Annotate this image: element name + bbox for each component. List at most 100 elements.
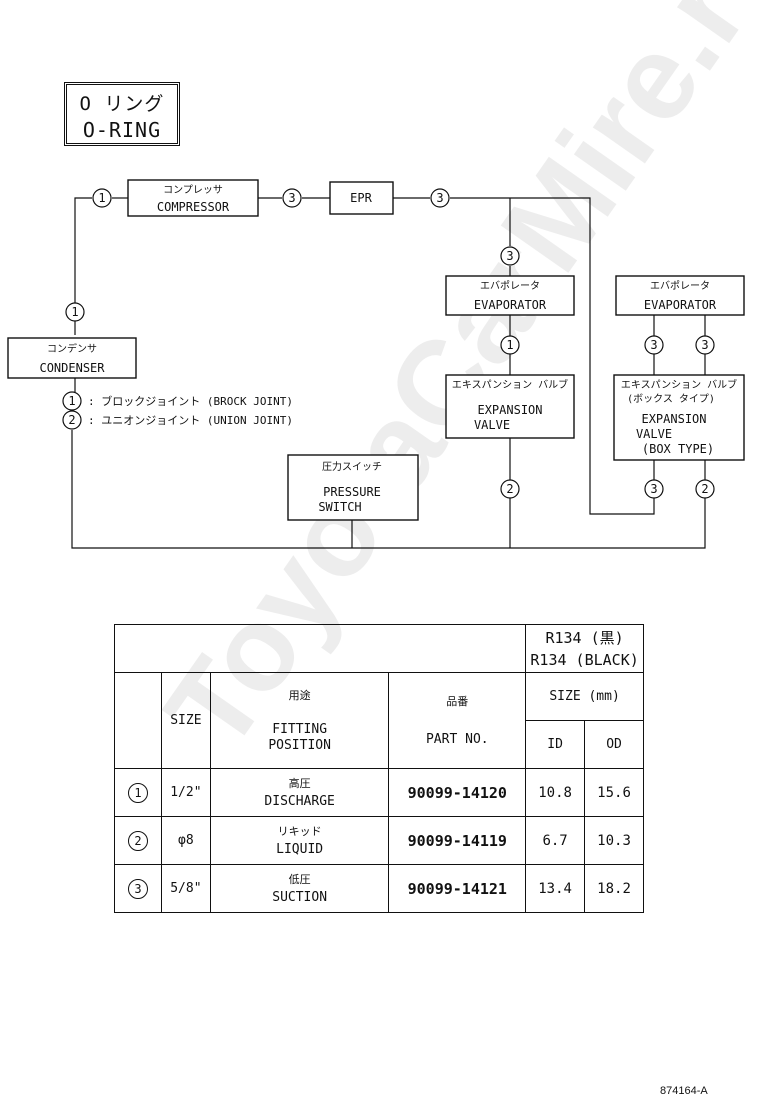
- pressure-switch-jp: 圧力スイッチ: [322, 460, 382, 473]
- expansion-valve-en2: VALVE: [474, 418, 510, 432]
- table-row: 2 φ8 リキッド LIQUID 90099-14119 6.7 10.3: [114, 816, 644, 865]
- expansion-valve-box: [445, 374, 575, 439]
- title-box: O リング O-RING: [64, 82, 180, 146]
- box-valve-en2: VALVE: [636, 427, 672, 441]
- epr-box: [329, 181, 394, 215]
- row-usage: 高圧 DISCHARGE: [209, 768, 390, 817]
- marker-label: 3: [650, 338, 657, 352]
- row-od: 10.3: [584, 816, 644, 865]
- expansion-valve-en1: EXPANSION: [477, 403, 542, 417]
- evaporator-right-en: EVAPORATOR: [644, 298, 717, 312]
- size-header: SIZE: [160, 672, 211, 769]
- marker-2-expansion-out: [500, 479, 520, 499]
- row-usage-en: DISCHARGE: [264, 793, 335, 809]
- marker-numbers: 1 3 3 3 1 1 3 3 1 2 2 3 2: [68, 191, 708, 496]
- partno-header: 品番 PART NO.: [388, 672, 527, 769]
- condenser-box: [7, 337, 137, 379]
- row-id: 10.8: [525, 768, 586, 817]
- evaporator-right-box: [615, 275, 745, 316]
- marker-label: 3: [288, 191, 295, 205]
- legend-union-joint: : ユニオンジョイント (UNION JOINT): [88, 414, 293, 427]
- row-id: 6.7: [525, 816, 586, 865]
- row-usage-en: LIQUID: [276, 841, 324, 857]
- expansion-valve-box-type: [613, 374, 745, 461]
- marker-1-top-left: [92, 188, 112, 208]
- table-row: 1 1/2" 高圧 DISCHARGE 90099-14120 10.8 15.…: [114, 768, 644, 817]
- partno-en: PART NO.: [425, 731, 489, 747]
- marker-3-evap-left-in: [500, 246, 520, 266]
- evaporator-left-en: EVAPORATOR: [474, 298, 547, 312]
- epr-label: EPR: [350, 191, 372, 205]
- num-header: [114, 672, 162, 769]
- od-header: OD: [584, 720, 644, 769]
- row-part-number: 90099-14119: [388, 816, 527, 865]
- marker-legend-1: [62, 391, 82, 411]
- condenser-en: CONDENSER: [39, 361, 105, 375]
- box-valve-en3: (BOX TYPE): [642, 442, 714, 456]
- marker-3-after-compressor: [282, 188, 302, 208]
- legend-block-joint: : ブロックジョイント (BROCK JOINT): [88, 394, 293, 408]
- refrigerant-jp: R134 (黒): [545, 628, 624, 647]
- marker-label: 3: [650, 482, 657, 496]
- drawing-code: 874164-A: [660, 1085, 708, 1097]
- table-row: 3 5/8" 低圧 SUCTION 90099-14121 13.4 18.2: [114, 864, 644, 913]
- box-valve-en1: EXPANSION: [641, 412, 706, 426]
- row-part-number: 90099-14120: [388, 768, 527, 817]
- row-num: 3: [114, 864, 162, 913]
- row-id: 13.4: [525, 864, 586, 913]
- marker-label: 2: [68, 413, 75, 427]
- evaporator-left-jp: エバポレータ: [480, 280, 540, 292]
- condenser-jp: コンデンサ: [47, 342, 97, 355]
- row-usage-jp: リキッド: [277, 824, 322, 838]
- marker-label: 2: [701, 482, 708, 496]
- expansion-valve-jp: エキスパンション バルブ: [452, 378, 568, 391]
- row-part-number: 90099-14121: [388, 864, 527, 913]
- row-od: 15.6: [584, 768, 644, 817]
- row-usage-jp: 高圧: [288, 776, 311, 790]
- marker-3-evap-right-a: [644, 335, 664, 355]
- row-size: 5/8": [160, 864, 211, 913]
- row-usage: リキッド LIQUID: [209, 816, 390, 865]
- refrigerant-diagram: 1 3 3 3 1 1 3 3 1 2 2 3 2 コンプレッサ COMPRES…: [7, 179, 745, 549]
- row-usage-jp: 低圧: [288, 872, 311, 886]
- row-usage-en: SUCTION: [272, 889, 328, 905]
- compressor-box: [127, 179, 259, 217]
- row-od: 18.2: [584, 864, 644, 913]
- id-header: ID: [525, 720, 586, 769]
- marker-3-box-valve: [644, 479, 664, 499]
- row-num: 2: [114, 816, 162, 865]
- marker-label: 1: [68, 394, 75, 408]
- marker-3-after-epr: [430, 188, 450, 208]
- refrigerant-en: R134 (BLACK): [530, 650, 639, 669]
- compressor-en: COMPRESSOR: [157, 200, 230, 214]
- compressor-jp: コンプレッサ: [163, 184, 223, 196]
- pressure-switch-en2: SWITCH: [318, 500, 361, 514]
- component-labels: コンプレッサ COMPRESSOR EPR エバポレータ EVAPORATOR …: [39, 184, 737, 514]
- joint-markers: [62, 188, 715, 499]
- title-en: O-RING: [82, 118, 162, 142]
- partno-jp: 品番: [446, 694, 469, 708]
- marker-label: 3: [506, 249, 513, 263]
- title-jp: O リング: [79, 93, 165, 115]
- marker-1-evap-left-out: [500, 335, 520, 355]
- usage-header: 用途 FITTING POSITION: [209, 672, 390, 769]
- row-usage: 低圧 SUCTION: [209, 864, 390, 913]
- marker-1-condenser-top: [65, 302, 85, 322]
- usage-en1: FITTING: [272, 721, 328, 737]
- marker-3-evap-right-b: [695, 335, 715, 355]
- pressure-switch-box: [287, 454, 419, 521]
- box-valve-jp1: エキスパンション バルブ: [621, 378, 737, 391]
- row-num-circle: 2: [127, 830, 148, 851]
- usage-en2: POSITION: [268, 737, 331, 753]
- marker-label: 3: [436, 191, 443, 205]
- legend: : ブロックジョイント (BROCK JOINT) : ユニオンジョイント (U…: [88, 394, 293, 427]
- row-num: 1: [114, 768, 162, 817]
- box-valve-jp2: (ボックス タイプ): [627, 393, 715, 405]
- evaporator-right-jp: エバポレータ: [650, 280, 710, 292]
- marker-2-box-valve: [695, 479, 715, 499]
- size-mm-header: SIZE (mm): [525, 672, 644, 721]
- refrigerant-header: R134 (黒) R134 (BLACK): [525, 624, 644, 673]
- pipe-lines: [71, 197, 706, 549]
- usage-jp: 用途: [288, 688, 311, 702]
- row-size: 1/2": [160, 768, 211, 817]
